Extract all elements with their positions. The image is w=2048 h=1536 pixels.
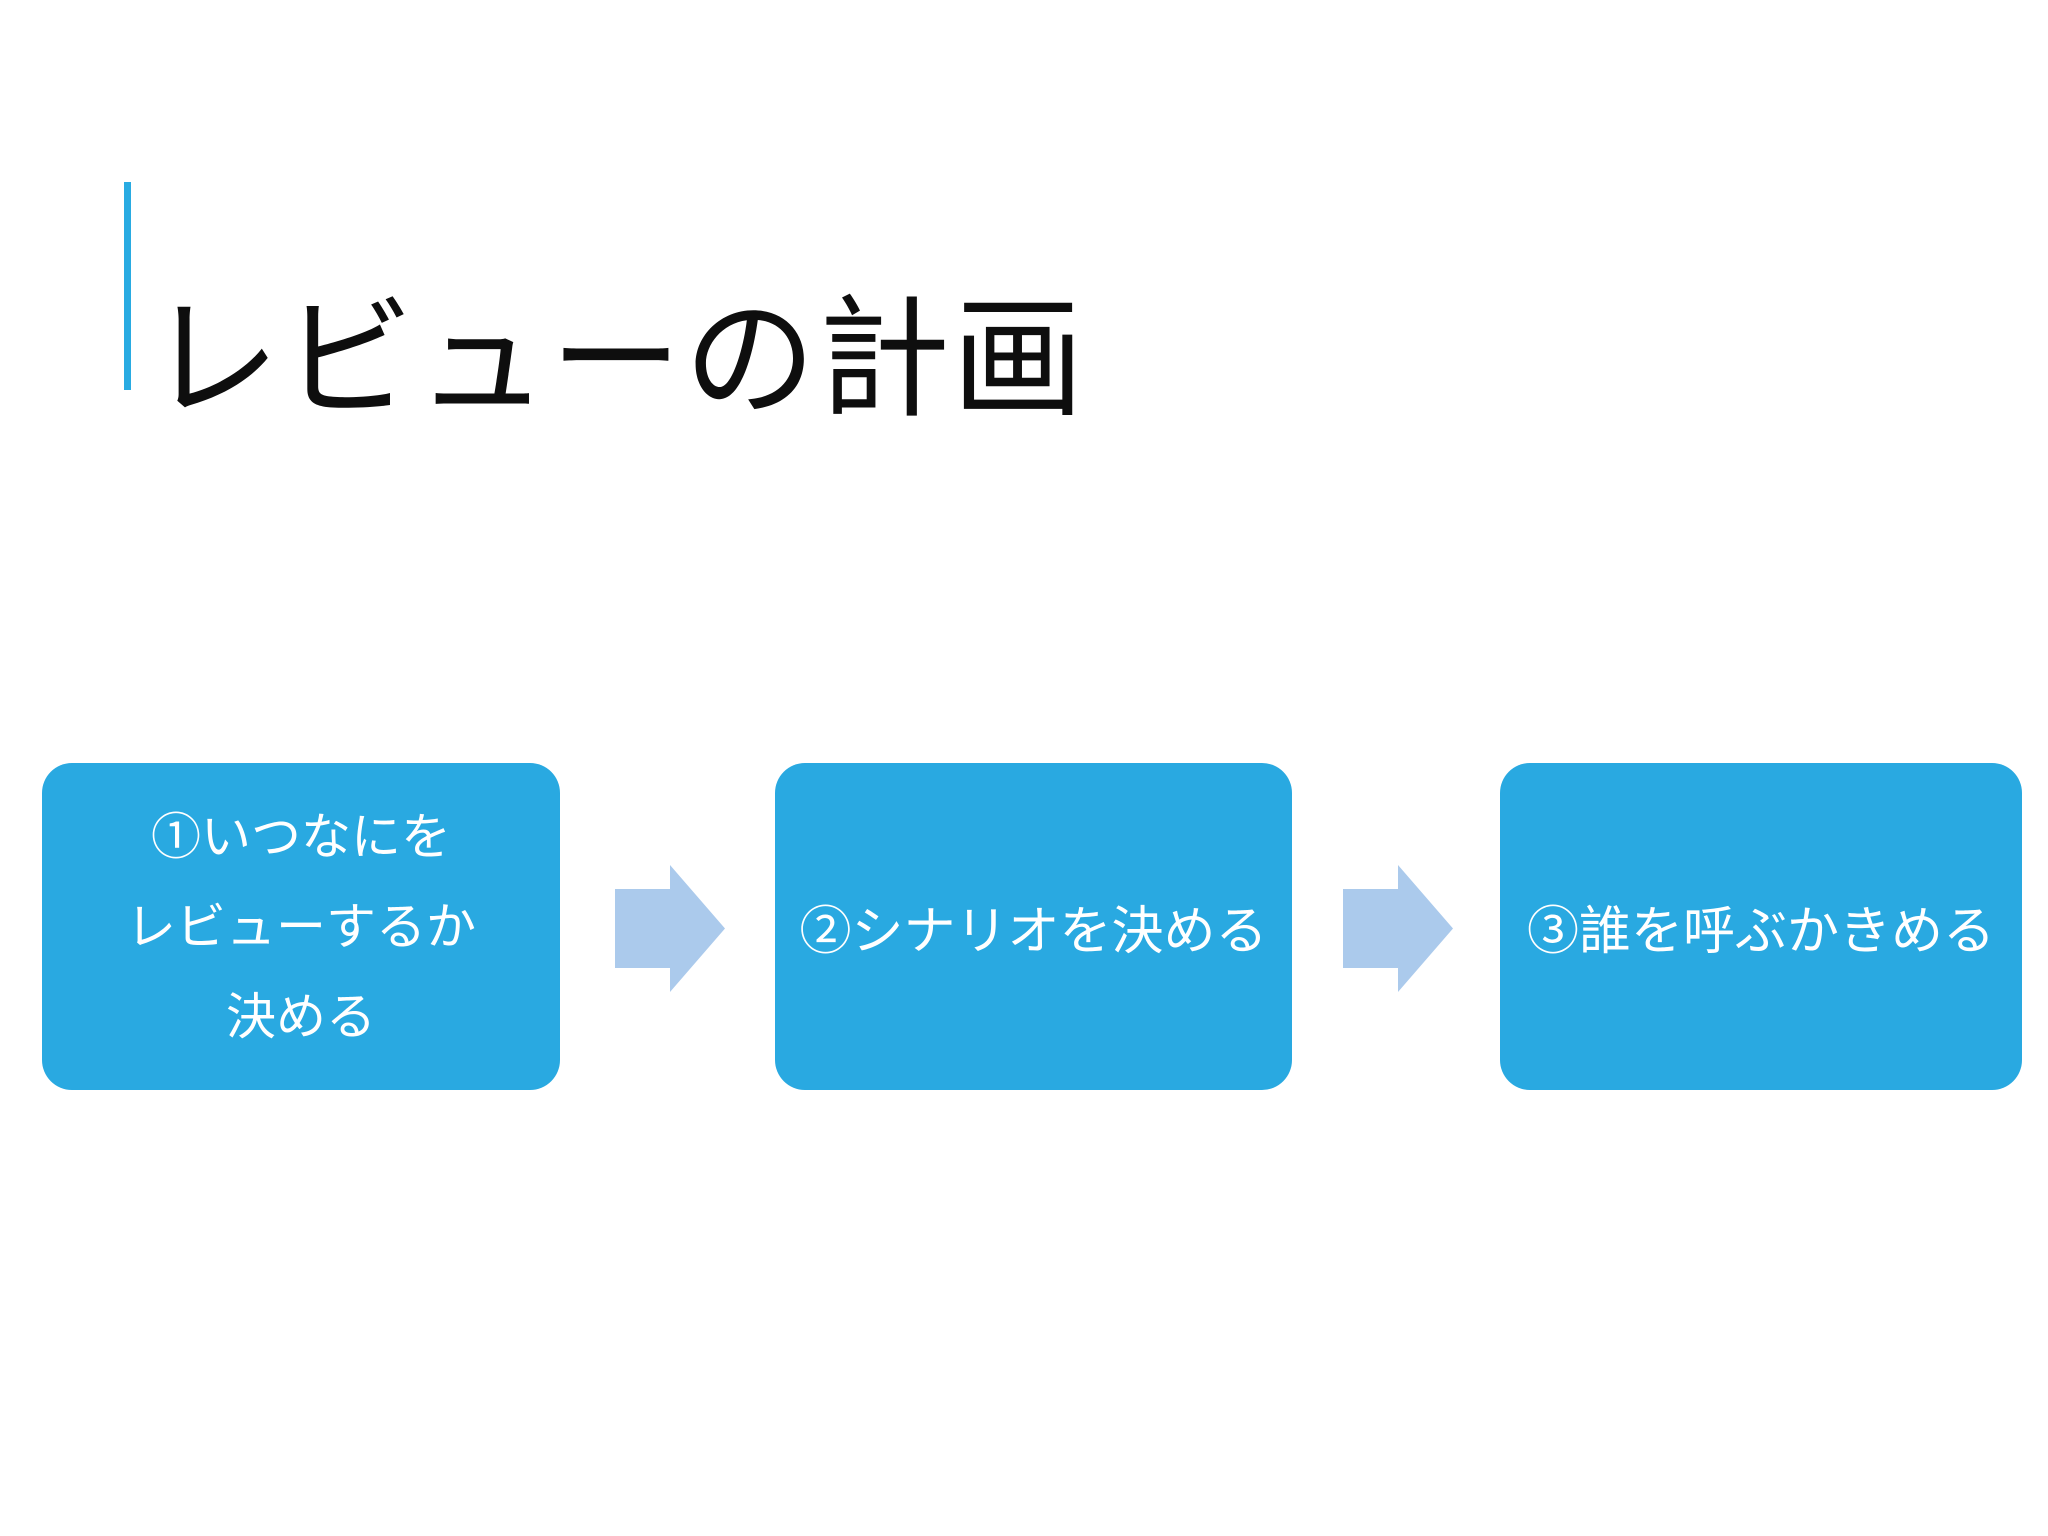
slide-title: レビューの計画: [148, 286, 1086, 434]
right-arrow-icon: [1343, 865, 1453, 992]
flow-step-2: ②シナリオを決める: [775, 763, 1292, 1090]
flow-step-1: ①いつなにを レビューするか 決める: [42, 763, 560, 1090]
flow-connector-1: [615, 865, 725, 992]
title-accent-bar: [124, 182, 131, 390]
flow-step-1-label-line-2: レビューするか: [126, 898, 476, 955]
right-arrow-icon: [615, 865, 725, 992]
flow-step-1-label-line-1: ①いつなにを: [151, 808, 451, 865]
flow-step-2-label-line-1: ②シナリオを決める: [799, 903, 1268, 961]
flow-step-3: ③誰を呼ぶかきめる: [1500, 763, 2022, 1090]
flow-step-1-label-line-3: 決める: [226, 988, 376, 1045]
flow-step-3-label-line-1: ③誰を呼ぶかきめる: [1526, 903, 1995, 961]
flow-connector-2: [1343, 865, 1453, 992]
